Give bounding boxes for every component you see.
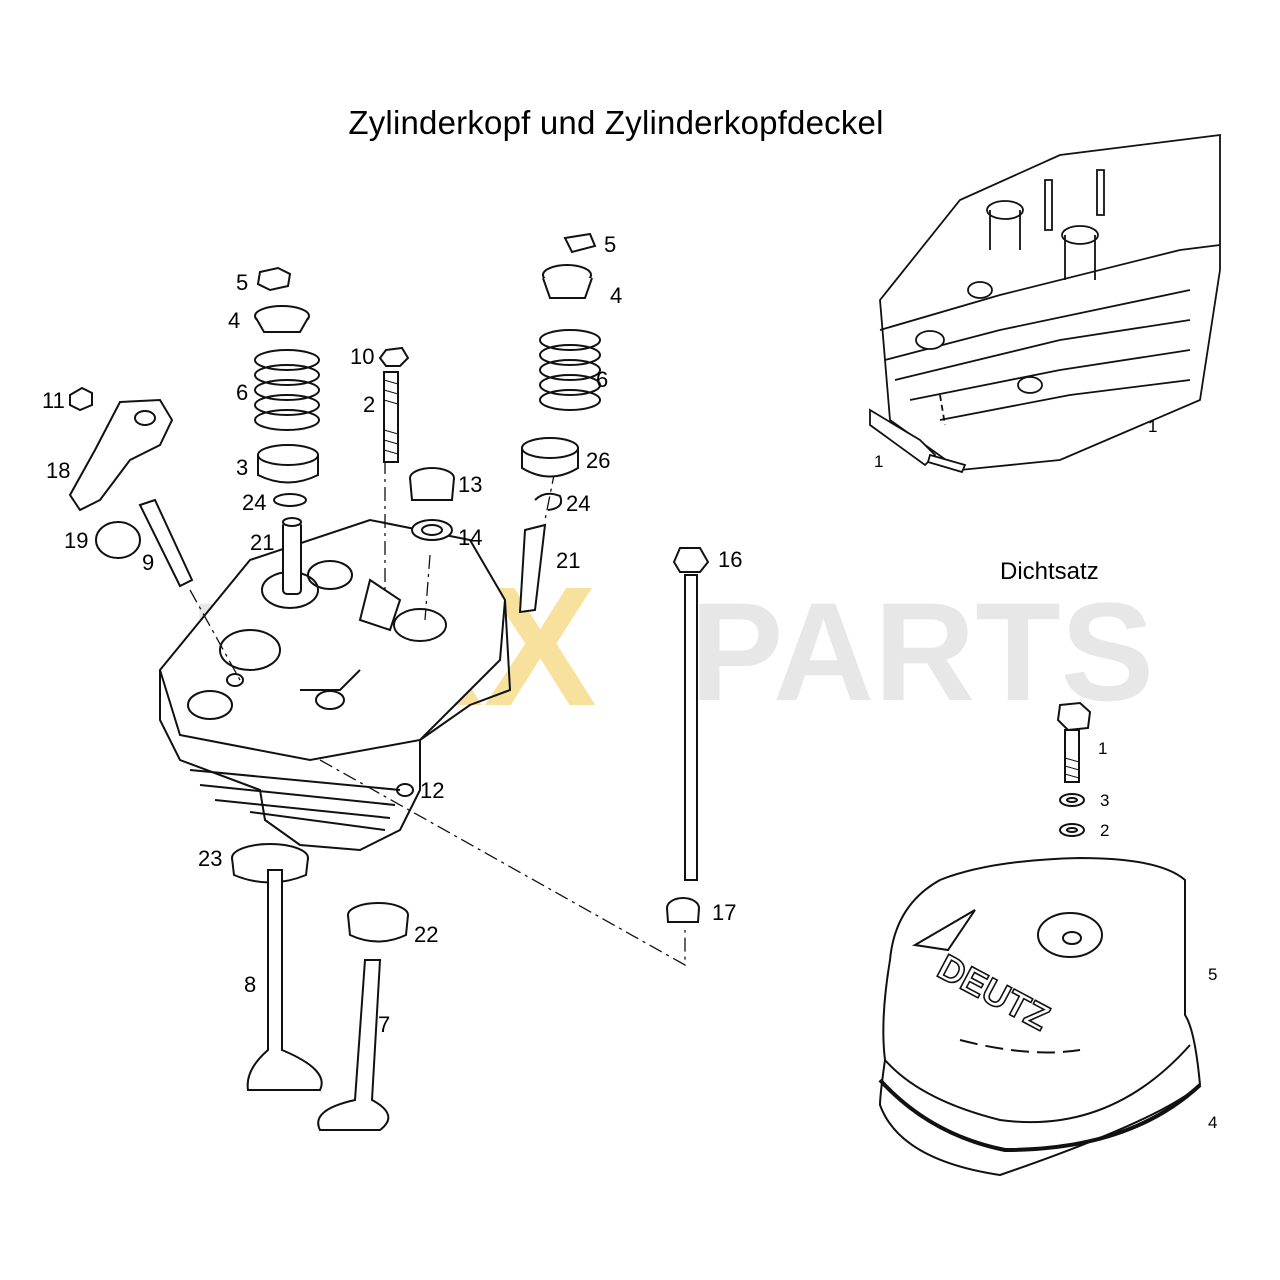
- cylinder-head: [158, 518, 512, 852]
- inset-callout-1b: 1: [1148, 417, 1157, 436]
- callout-22: 22: [414, 922, 438, 947]
- gasket-callouts: 1 3 2 5 4: [1098, 739, 1217, 1132]
- callout-11: 11: [42, 388, 65, 413]
- gasket-callout-2: 2: [1100, 821, 1109, 840]
- gasket-callout-5: 5: [1208, 965, 1217, 984]
- left-valve-stack: [254, 266, 320, 595]
- inset-callouts: 1 1: [874, 417, 1157, 471]
- callout-10: 10: [350, 344, 374, 369]
- callout-18: 18: [46, 458, 70, 483]
- inset-callout-1a: 1: [874, 452, 883, 471]
- callout-14: 14: [458, 525, 482, 550]
- callout-21-left: 21: [250, 530, 274, 555]
- callout-5-left: 5: [236, 270, 248, 295]
- callout-8: 8: [244, 972, 256, 997]
- valves: [246, 869, 390, 1131]
- callout-2: 2: [363, 392, 375, 417]
- left-valve-spring: [254, 349, 320, 431]
- gasket-callout-1: 1: [1098, 739, 1107, 758]
- right-valve-spring: [539, 329, 601, 411]
- callout-6-right: 6: [596, 367, 608, 392]
- valve-cover: DEUTZ: [878, 856, 1202, 1177]
- callout-7: 7: [378, 1012, 390, 1037]
- callout-6-left: 6: [236, 380, 248, 405]
- callout-24-left: 24: [242, 490, 266, 515]
- seal-rings: [231, 843, 409, 943]
- callout-26: 26: [586, 448, 610, 473]
- callout-4-right: 4: [610, 283, 622, 308]
- plug-and-washer: [409, 467, 455, 541]
- callout-16: 16: [718, 547, 742, 572]
- callout-3-left: 3: [236, 455, 248, 480]
- callout-5-right: 5: [604, 232, 616, 257]
- gasket-callout-3: 3: [1100, 791, 1109, 810]
- main-callouts: 5 4 6 3 24 21 10 2 13 14 11 18 19 9 5 4 …: [42, 232, 742, 1037]
- callout-17: 17: [712, 900, 736, 925]
- callout-23: 23: [198, 846, 222, 871]
- page-title: Zylinderkopf und Zylinderkopfdeckel: [348, 104, 884, 141]
- gasket-set-hardware: [1056, 701, 1092, 837]
- callout-4-left: 4: [228, 308, 240, 333]
- stud-and-nut: [378, 346, 410, 463]
- callout-21-right: 21: [556, 548, 580, 573]
- callout-19: 19: [64, 528, 88, 553]
- gasket-set-title: Dichtsatz: [1000, 558, 1099, 585]
- inset-cylinder-head: [869, 133, 1221, 474]
- callout-9: 9: [142, 550, 154, 575]
- right-valve-stack: [518, 232, 601, 614]
- rocker-arm-group: [68, 386, 194, 588]
- long-bolt: [666, 547, 710, 923]
- assembly-lines: [189, 460, 686, 967]
- callout-13: 13: [458, 472, 482, 497]
- callout-12: 12: [420, 778, 444, 803]
- gasket-callout-4: 4: [1208, 1113, 1217, 1132]
- callout-24-right: 24: [566, 491, 590, 516]
